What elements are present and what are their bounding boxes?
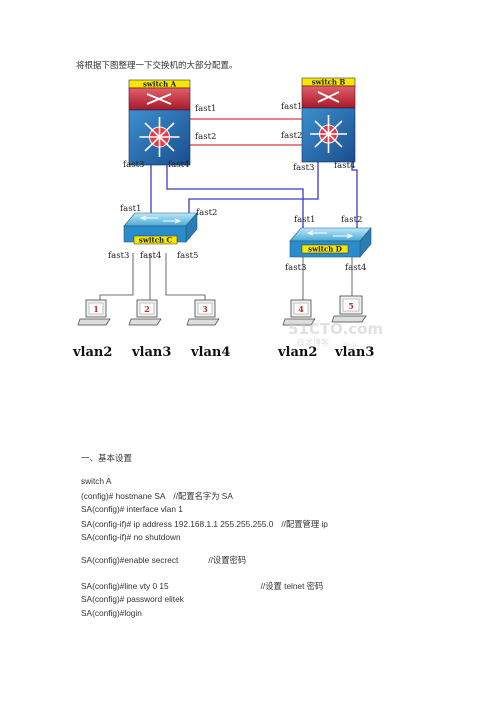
c-fast4-label: fast4 — [140, 251, 161, 261]
svg-text:3: 3 — [202, 304, 208, 314]
svg-text:5: 5 — [348, 301, 354, 311]
network-topology-diagram: switch A switch B switch C switch D fas — [72, 78, 383, 361]
port-labels: fast1 fast2 fast3 fast4 fast1 fast2 fast… — [108, 102, 366, 273]
svg-text:1: 1 — [93, 304, 99, 314]
vlan-label-3: vlan4 — [190, 345, 230, 360]
svg-text:switch C: switch C — [139, 236, 173, 245]
svg-text:Blog: Blog — [343, 342, 356, 349]
watermark-logo: 51CTO.com 技术博客 Blog — [288, 320, 383, 349]
pc-3-icon: 3 — [186, 299, 220, 326]
config-line: SA(config)#line vty 0 15//设置 telnet 密码 — [81, 581, 324, 591]
c-fast5-label: fast5 — [177, 251, 198, 261]
config-line: (config)# hostmane SA//配置名字为 SA — [81, 491, 233, 501]
d-fast1-label: fast1 — [294, 215, 315, 225]
switch-b-icon: switch B — [301, 78, 356, 163]
switch-a-icon: switch A — [128, 80, 191, 166]
link-c3-pc1 — [99, 253, 134, 300]
svg-text:51CTO.com: 51CTO.com — [288, 320, 383, 338]
link-b4-d2 — [351, 162, 358, 228]
vlan-label-2: vlan3 — [131, 345, 171, 360]
switch-c-icon: switch C — [123, 212, 198, 245]
pc-5-icon: 5 — [331, 295, 367, 323]
svg-text:4: 4 — [298, 304, 304, 314]
svg-text:switch A: switch A — [143, 80, 177, 89]
d-fast3-label: fast3 — [285, 263, 306, 273]
svg-text:switch B: switch B — [312, 78, 346, 87]
b-fast2-label: fast2 — [281, 131, 302, 141]
switch-d-icon: switch D — [289, 227, 372, 258]
intro-text: 将根据下图整理一下交换机的大部分配置。 — [76, 61, 238, 71]
c-fast2-label: fast2 — [196, 208, 217, 218]
vlan-labels: vlan2 vlan3 vlan4 vlan2 vlan3 — [72, 345, 374, 360]
section-heading: 一、基本设置 — [81, 454, 133, 464]
config-line: SA(config)#enable secrect//设置密码 — [81, 555, 247, 565]
d-fast2-label: fast2 — [341, 215, 362, 225]
b-fast1-label: fast1 — [281, 102, 302, 112]
config-line: SA(config-if)# ip address 192.168.1.1 25… — [81, 519, 328, 529]
a-fast4-label: fast4 — [168, 160, 189, 170]
svg-text:switch D: switch D — [308, 245, 342, 254]
a-fast2-label: fast2 — [195, 132, 216, 142]
pc-1-icon: 1 — [77, 299, 111, 326]
config-line: SA(config)# password elitek — [81, 594, 184, 604]
link-a4-d1 — [166, 165, 304, 228]
vlan-label-1: vlan2 — [72, 345, 112, 360]
vlan-label-5: vlan3 — [334, 345, 374, 360]
svg-text:技术博客: 技术博客 — [297, 337, 329, 347]
c-fast3-label: fast3 — [108, 251, 129, 261]
a-fast1-label: fast1 — [195, 104, 216, 114]
vlan-label-4: vlan2 — [277, 345, 317, 360]
svg-text:2: 2 — [144, 304, 150, 314]
config-line: SA(config)# interface vlan 1 — [81, 504, 183, 514]
d-fast4-label: fast4 — [345, 263, 366, 273]
c-fast1-label: fast1 — [120, 204, 141, 214]
pc-4-icon: 4 — [282, 299, 316, 326]
b-fast3-label: fast3 — [293, 163, 314, 173]
a-fast3-label: fast3 — [123, 160, 144, 170]
pc-2-icon: 2 — [128, 299, 162, 326]
b-fast4-label: fast4 — [334, 161, 355, 171]
config-line: SA(config-if)# no shutdown — [81, 532, 181, 542]
link-c5-pc3 — [165, 253, 206, 300]
config-line: switch A — [81, 476, 112, 486]
config-line: SA(config)#login — [81, 608, 142, 618]
